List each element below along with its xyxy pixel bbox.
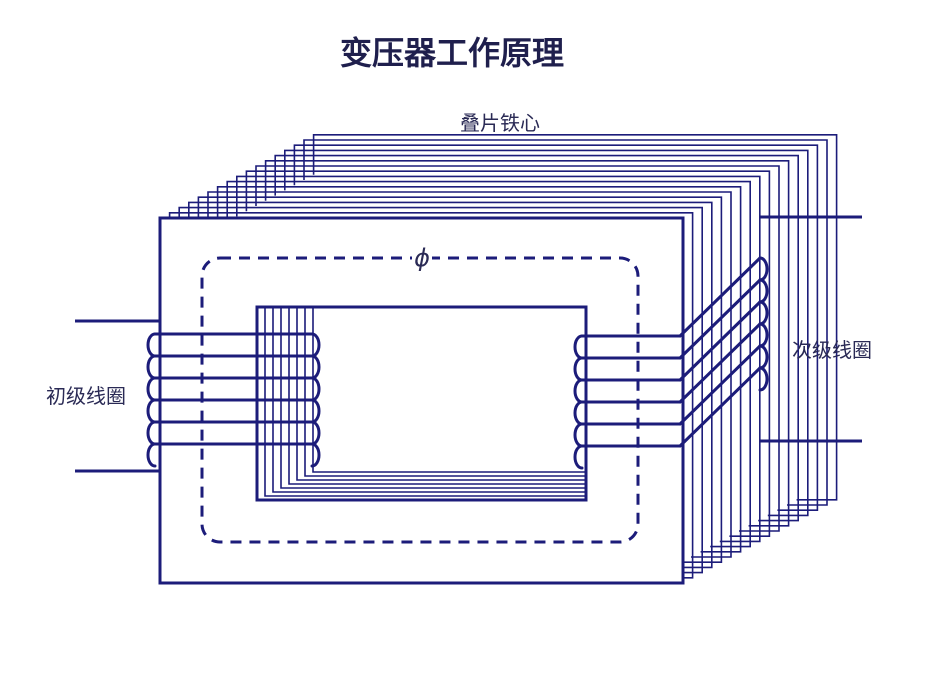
lamination-layer	[197, 196, 723, 564]
primary-coil-turn-loop	[146, 354, 157, 380]
window-depth-line	[280, 307, 586, 489]
lamination-layer	[207, 191, 732, 558]
core-window-depth	[264, 307, 586, 497]
secondary-coil-side-loop	[758, 278, 769, 304]
window-depth-line	[288, 307, 586, 485]
lamination-layer	[283, 149, 809, 517]
secondary-coil-side-turn	[678, 300, 762, 382]
window-depth-line	[296, 307, 586, 481]
secondary-coil-turn-loop	[573, 444, 584, 470]
secondary-coil-side-loop	[758, 322, 769, 348]
secondary-coil-label: 次级线圈	[792, 338, 872, 362]
primary-coil	[146, 332, 321, 468]
lamination-layer	[188, 201, 713, 569]
secondary-coil-side-turn	[678, 256, 762, 338]
lamination-layer	[303, 139, 828, 506]
lamination-layer	[293, 144, 819, 512]
lamination-layer	[245, 170, 771, 538]
lamination-layer	[264, 160, 790, 527]
secondary-coil-side-loop	[758, 256, 769, 282]
window-depth-line	[304, 307, 586, 477]
core-label: 叠片铁心	[460, 111, 540, 135]
primary-coil-turn-loop	[146, 442, 157, 468]
lamination-layer	[226, 180, 752, 548]
flux-label: ϕ	[414, 244, 430, 272]
secondary-coil-side-loop	[758, 344, 769, 370]
secondary-coil-side-loop	[758, 300, 769, 326]
secondary-coil-side-turn	[678, 278, 762, 360]
secondary-coil-side-turn	[678, 344, 762, 426]
primary-coil-turn-loop	[146, 376, 157, 402]
flux-symbol: ϕ	[412, 244, 432, 272]
primary-coil-turn-loop	[146, 420, 157, 446]
lamination-layer	[274, 154, 800, 522]
diagram-title: 变压器工作原理	[340, 34, 564, 72]
primary-coil-turn-loop	[146, 398, 157, 424]
lamination-layer	[312, 134, 838, 501]
primary-coil-turn-loop	[146, 332, 157, 358]
primary-leads	[75, 319, 160, 473]
lamination-layer	[255, 165, 780, 532]
laminated-core-layers	[168, 134, 838, 579]
secondary-coil	[573, 256, 769, 470]
primary-coil-turn-loop	[310, 442, 321, 468]
lamination-layer	[216, 186, 742, 553]
window-depth-line	[272, 307, 586, 493]
secondary-leads	[760, 215, 862, 443]
window-depth-line	[264, 307, 586, 497]
lamination-layer	[236, 175, 761, 543]
secondary-coil-side-turn	[678, 322, 762, 404]
secondary-coil-side-turn	[678, 366, 762, 448]
window-depth-line	[312, 307, 586, 473]
secondary-coil-side-loop	[758, 366, 769, 392]
primary-coil-label: 初级线圈	[46, 384, 126, 408]
